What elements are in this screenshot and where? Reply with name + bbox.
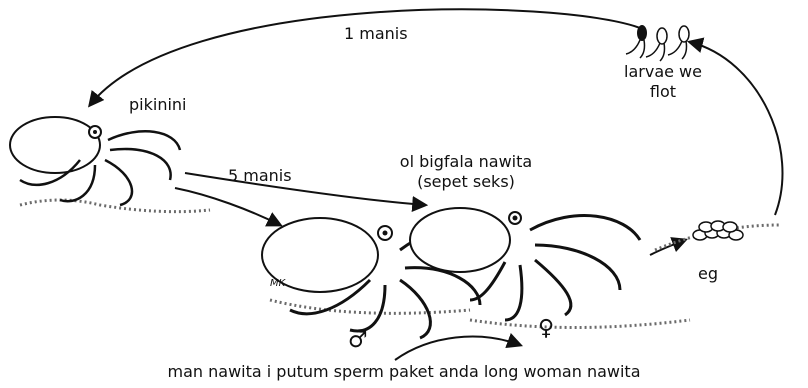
female-octopus-illustration — [410, 208, 690, 328]
label-five-months: 5 manis — [228, 166, 292, 186]
arrow-eggs-to-larvae — [690, 42, 782, 215]
label-larvae-line1: larvae we — [624, 62, 702, 82]
caption-mating: man nawita i putum sperm paket anda long… — [168, 362, 641, 382]
egg-cluster-illustration — [655, 221, 780, 250]
label-larvae-line2: flot — [650, 82, 676, 102]
label-juvenile: pikinini — [129, 95, 186, 115]
label-one-month: 1 manis — [344, 24, 408, 44]
arrow-mating-transfer — [395, 337, 520, 360]
juvenile-octopus-illustration — [10, 117, 210, 212]
label-adults-line2: (sepet seks) — [417, 172, 515, 192]
artist-initials: MK — [270, 278, 285, 290]
label-eggs: eg — [698, 264, 718, 284]
female-symbol: ♀ — [538, 318, 554, 340]
male-symbol: ♂ — [348, 330, 368, 352]
label-adults-line1: ol bigfala nawita — [400, 152, 532, 172]
larvae-illustration — [626, 25, 689, 61]
arrow-juvenile-to-male — [175, 188, 280, 225]
